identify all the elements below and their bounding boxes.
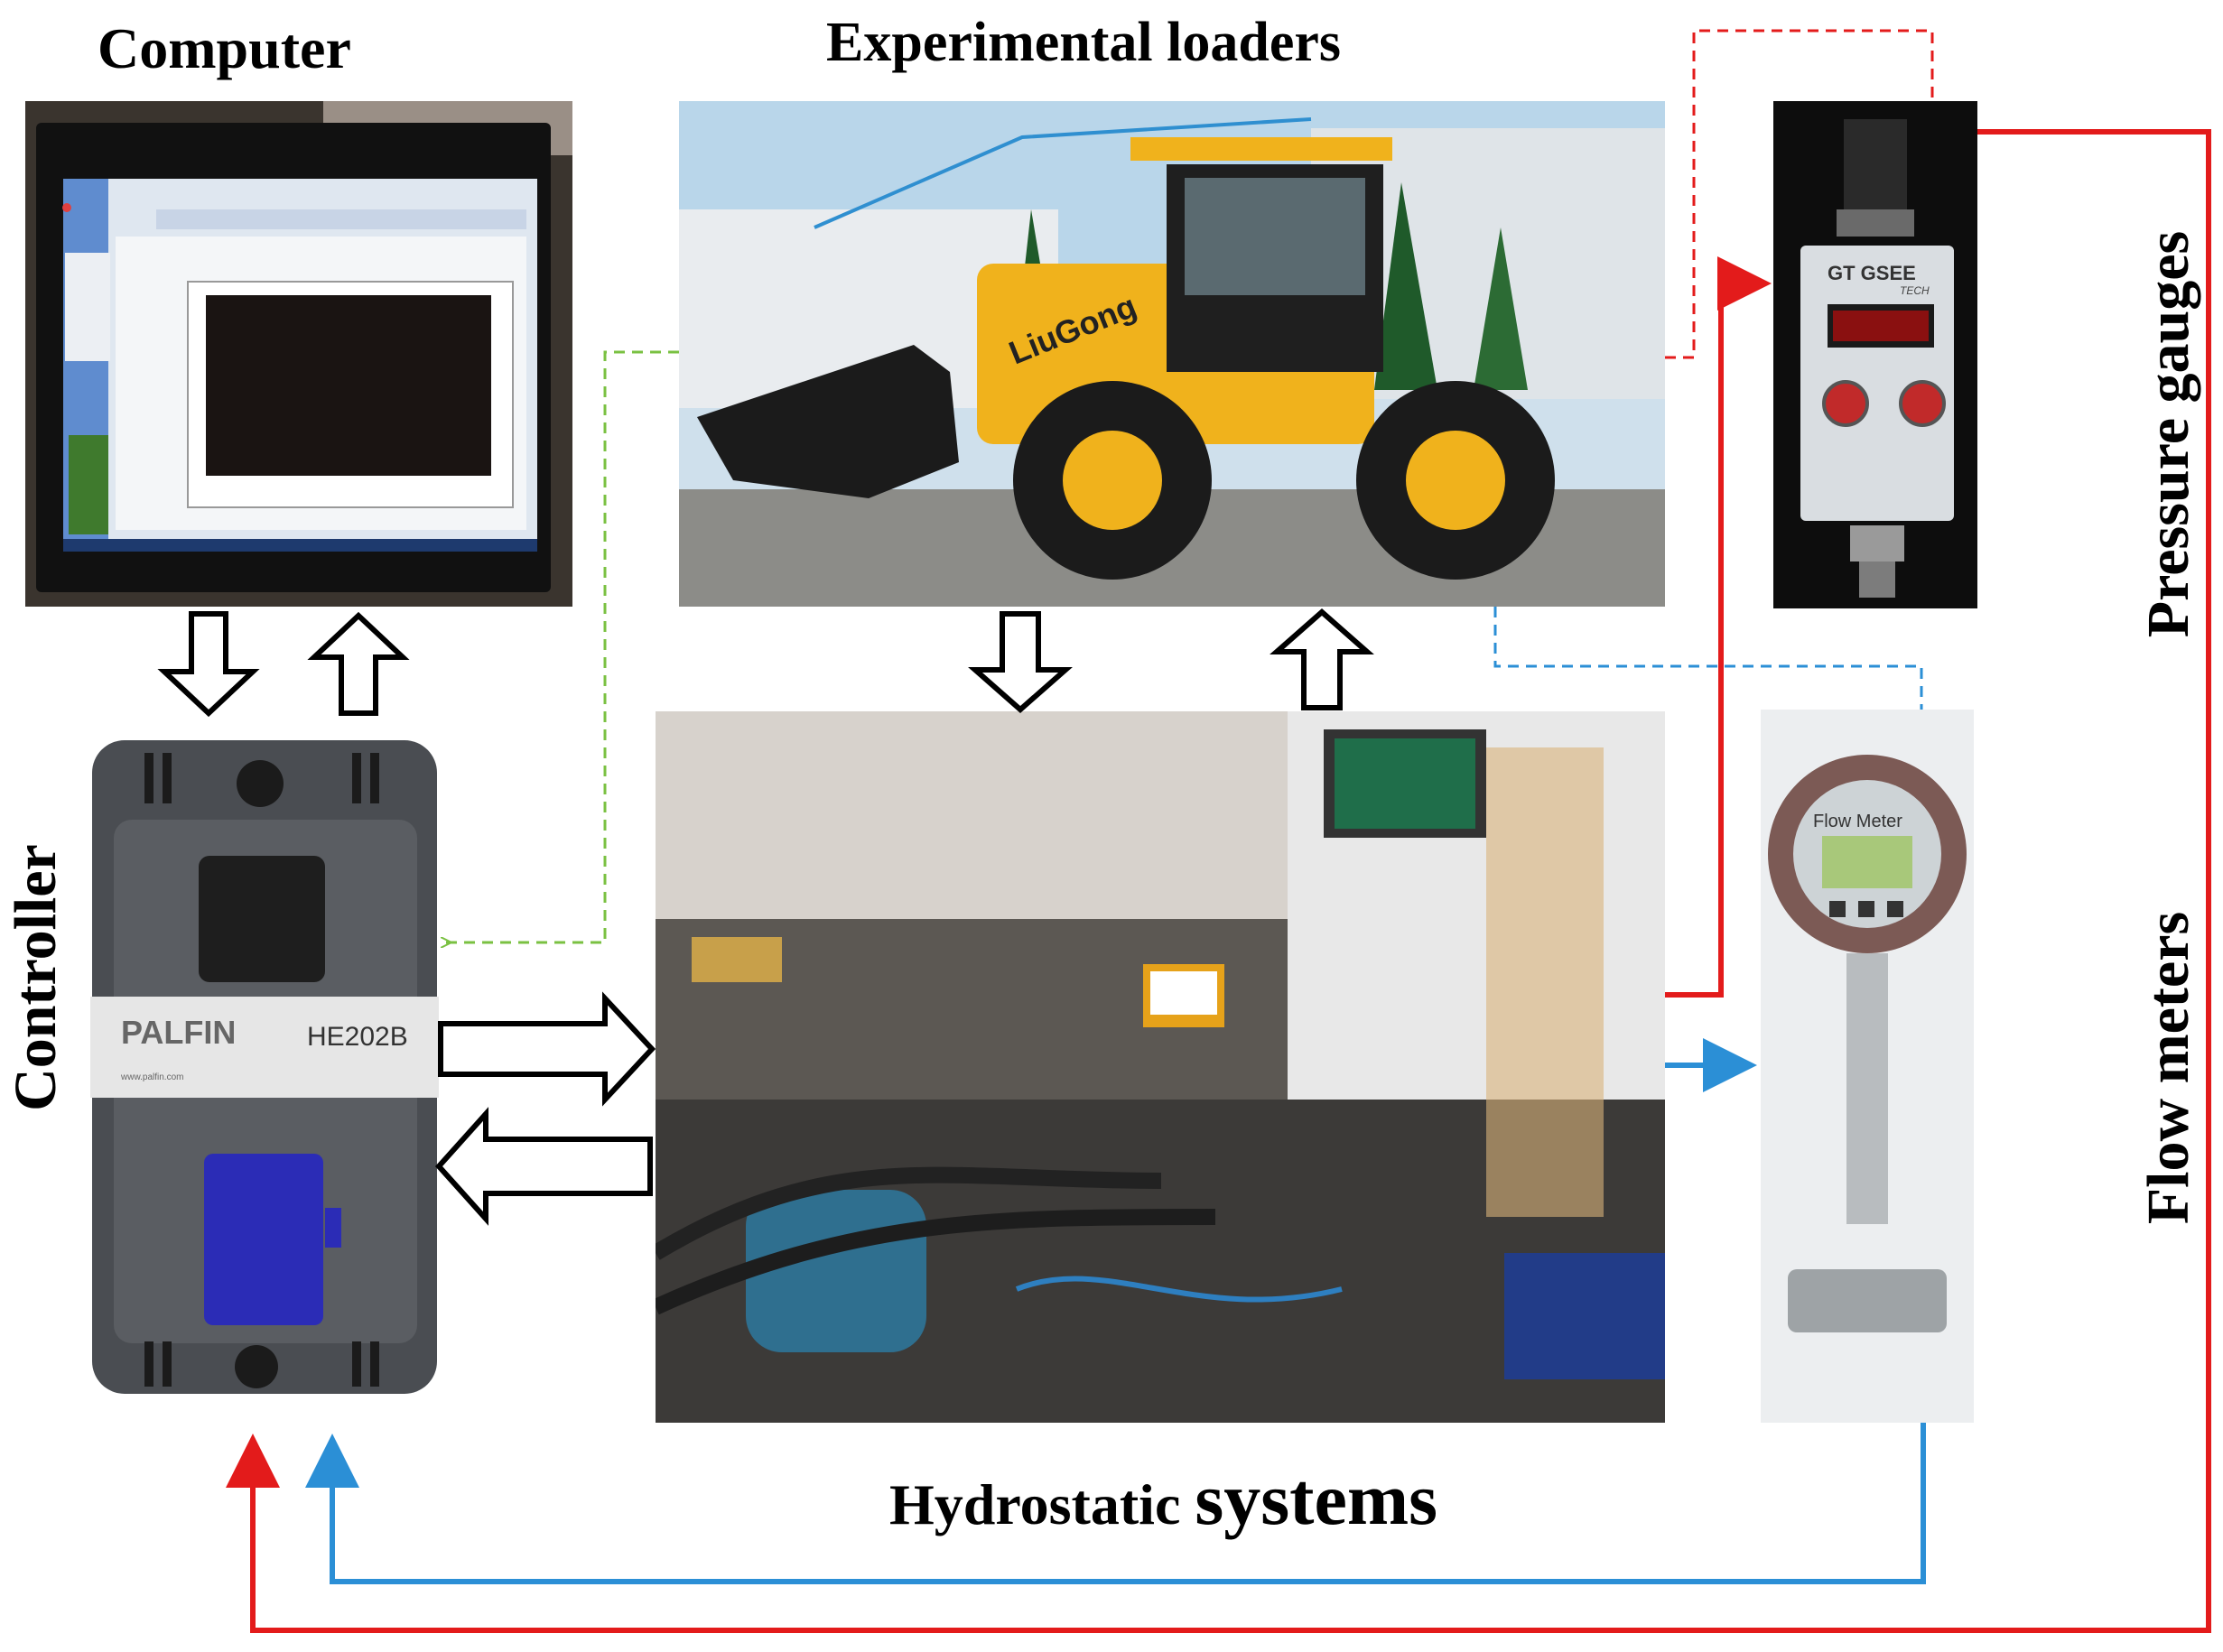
hydrostatic-title-part2: systems [1195, 1458, 1438, 1540]
computer-title: Computer [98, 16, 351, 80]
controller-photo: PALFIN HE202B www.palfin.com [90, 738, 439, 1396]
computer-to-controller-arrow [157, 611, 260, 718]
controller-model-text: HE202B [307, 1022, 408, 1052]
hydrostatic-to-loader-arrow [1270, 608, 1374, 710]
hydrostatic-title-part1: Hydrostatic [889, 1472, 1181, 1536]
gauge-brand-text: GT GSEE [1828, 262, 1916, 284]
loader-to-hydrostatic-arrow [968, 611, 1073, 713]
loader-photo: LiuGong [679, 101, 1665, 607]
flow-meters-title: Flow meters [2135, 911, 2201, 1225]
pressure-gauge-photo: GT GSEE TECH [1773, 101, 1977, 608]
hydrostatic-systems-title: Hydrostatic systems [889, 1462, 1437, 1536]
pressure-gauges-title: Pressure gauges [2135, 230, 2201, 638]
flow-meter-photo: Flow Meter [1761, 710, 1974, 1423]
blue-dashed-connector [1493, 607, 1923, 710]
controller-to-computer-arrow [307, 611, 410, 716]
red-hydrostatic-to-gauge-line [1665, 256, 1772, 998]
controller-brand-text: PALFIN [121, 1014, 236, 1051]
experimental-loaders-title: Experimental loaders [826, 12, 1341, 73]
controller-to-hydrostatic-arrow [438, 991, 656, 1107]
hydrostatic-systems-photo [656, 711, 1665, 1423]
controller-title: Controller [3, 844, 69, 1111]
computer-photo [25, 101, 572, 607]
hydrostatic-to-controller-arrow [434, 1107, 653, 1226]
controller-url-text: www.palfin.com [120, 1072, 183, 1082]
flow-meter-label-text: Flow Meter [1813, 812, 1902, 831]
gauge-brand-sub-text: TECH [1900, 284, 1930, 297]
